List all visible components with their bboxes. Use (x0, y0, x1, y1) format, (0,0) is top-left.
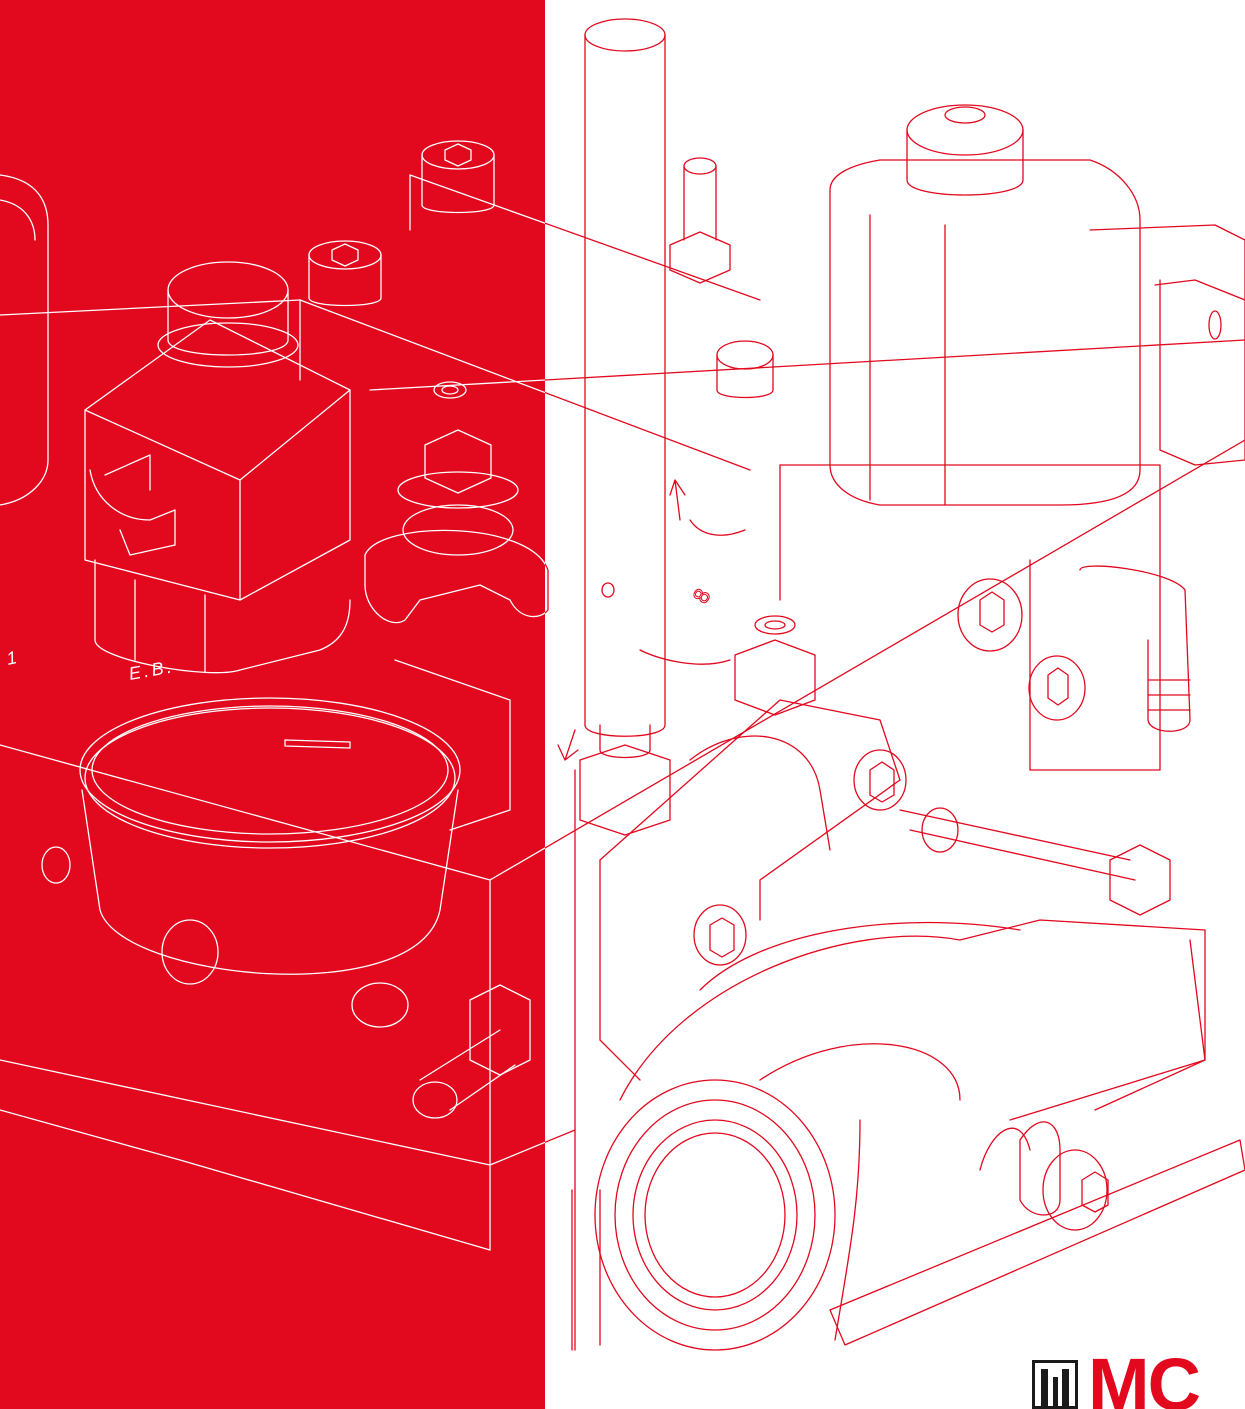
label-1: 1 (5, 647, 22, 669)
logo-mark-icon (1032, 1360, 1078, 1409)
brand-logo: MC (1032, 1352, 1245, 1409)
logo-text: MC (1088, 1352, 1201, 1409)
red-panel (0, 0, 545, 1409)
label-8: 8 (688, 584, 716, 607)
white-panel (545, 0, 1245, 1409)
